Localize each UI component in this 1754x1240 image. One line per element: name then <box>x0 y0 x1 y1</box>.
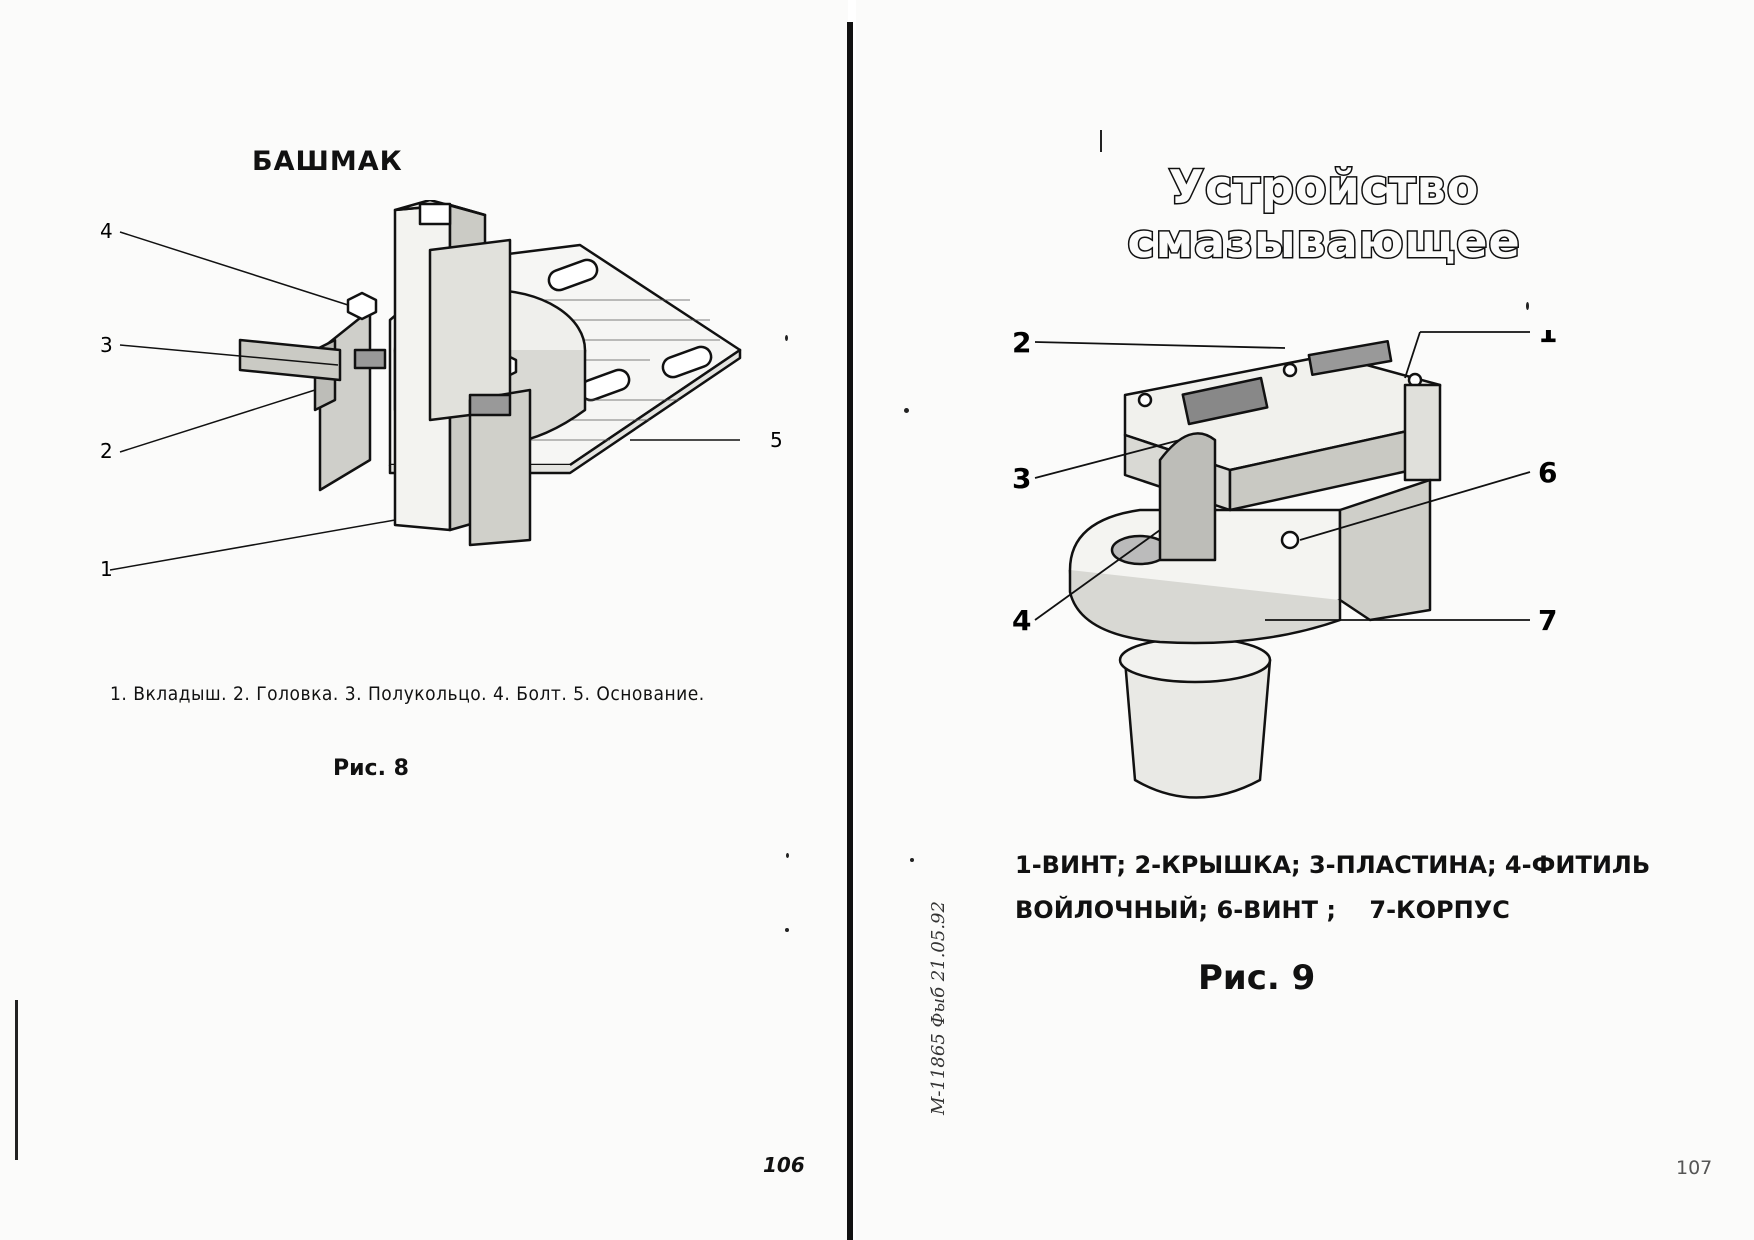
caption-line-1: 1-ВИНТ; 2-КРЫШКА; 3-ПЛАСТИНА; 4-ФИТИЛЬ <box>1015 851 1651 879</box>
callout-7: 7 <box>1538 604 1557 637</box>
screw <box>1282 362 1298 378</box>
scan-speck <box>786 853 789 858</box>
page-title: Устройство смазывающее <box>1064 159 1584 270</box>
lubricator-diagram: 2 1 3 6 4 7 <box>1012 330 1557 799</box>
callout-4: 4 <box>100 219 113 243</box>
caption-line-2: ВОЙЛОЧНЫЙ; 6-ВИНТ ; 7-КОРПУС <box>1015 896 1510 924</box>
plate <box>1181 376 1269 426</box>
title-line-1: Устройство <box>1167 159 1480 216</box>
callout-5: 5 <box>770 428 783 452</box>
book-spine <box>847 22 853 1240</box>
figure-label: Рис. 9 <box>1198 958 1316 998</box>
scan-speck <box>910 858 914 862</box>
callout-4: 4 <box>1012 604 1031 637</box>
plate-slot <box>547 258 599 292</box>
archive-stamp: М-11865 Фыб 21.05.92 <box>928 901 949 1115</box>
screw <box>1137 392 1153 408</box>
scan-speck <box>1100 130 1102 152</box>
page-number: 106 <box>763 1153 805 1177</box>
body-cup <box>1123 658 1272 799</box>
figure-caption: 1. Вкладыш. 2. Головка. 3. Полукольцо. 4… <box>110 683 705 705</box>
page-title: БАШМАК <box>252 146 403 177</box>
screw <box>1280 530 1300 550</box>
callout-1: 1 <box>100 557 113 581</box>
callout-3: 3 <box>100 333 113 357</box>
callout-3: 3 <box>1012 462 1031 495</box>
page-number: 107 <box>1676 1157 1713 1179</box>
title-line-2: смазывающее <box>1126 213 1521 270</box>
callout-1: 1 <box>1538 330 1557 349</box>
callout-2: 2 <box>1012 330 1031 359</box>
scan-speck <box>1526 302 1529 310</box>
left-page: БАШМАК <box>0 0 848 1240</box>
scan-speck <box>785 928 789 932</box>
plate-slot <box>661 345 713 379</box>
shoe-diagram: 4 3 2 1 5 <box>100 200 783 581</box>
callout-6: 6 <box>1538 456 1557 489</box>
figure-caption: 1-ВИНТ; 2-КРЫШКА; 3-ПЛАСТИНА; 4-ФИТИЛЬ В… <box>1015 843 1650 933</box>
callout-2: 2 <box>100 439 113 463</box>
figure-label: Рис. 8 <box>333 756 409 781</box>
scan-speck <box>904 408 909 413</box>
scan-speck <box>785 335 788 341</box>
bolt <box>346 291 378 321</box>
felt-wick <box>1158 432 1217 562</box>
scan-edge-mark <box>15 1000 18 1160</box>
